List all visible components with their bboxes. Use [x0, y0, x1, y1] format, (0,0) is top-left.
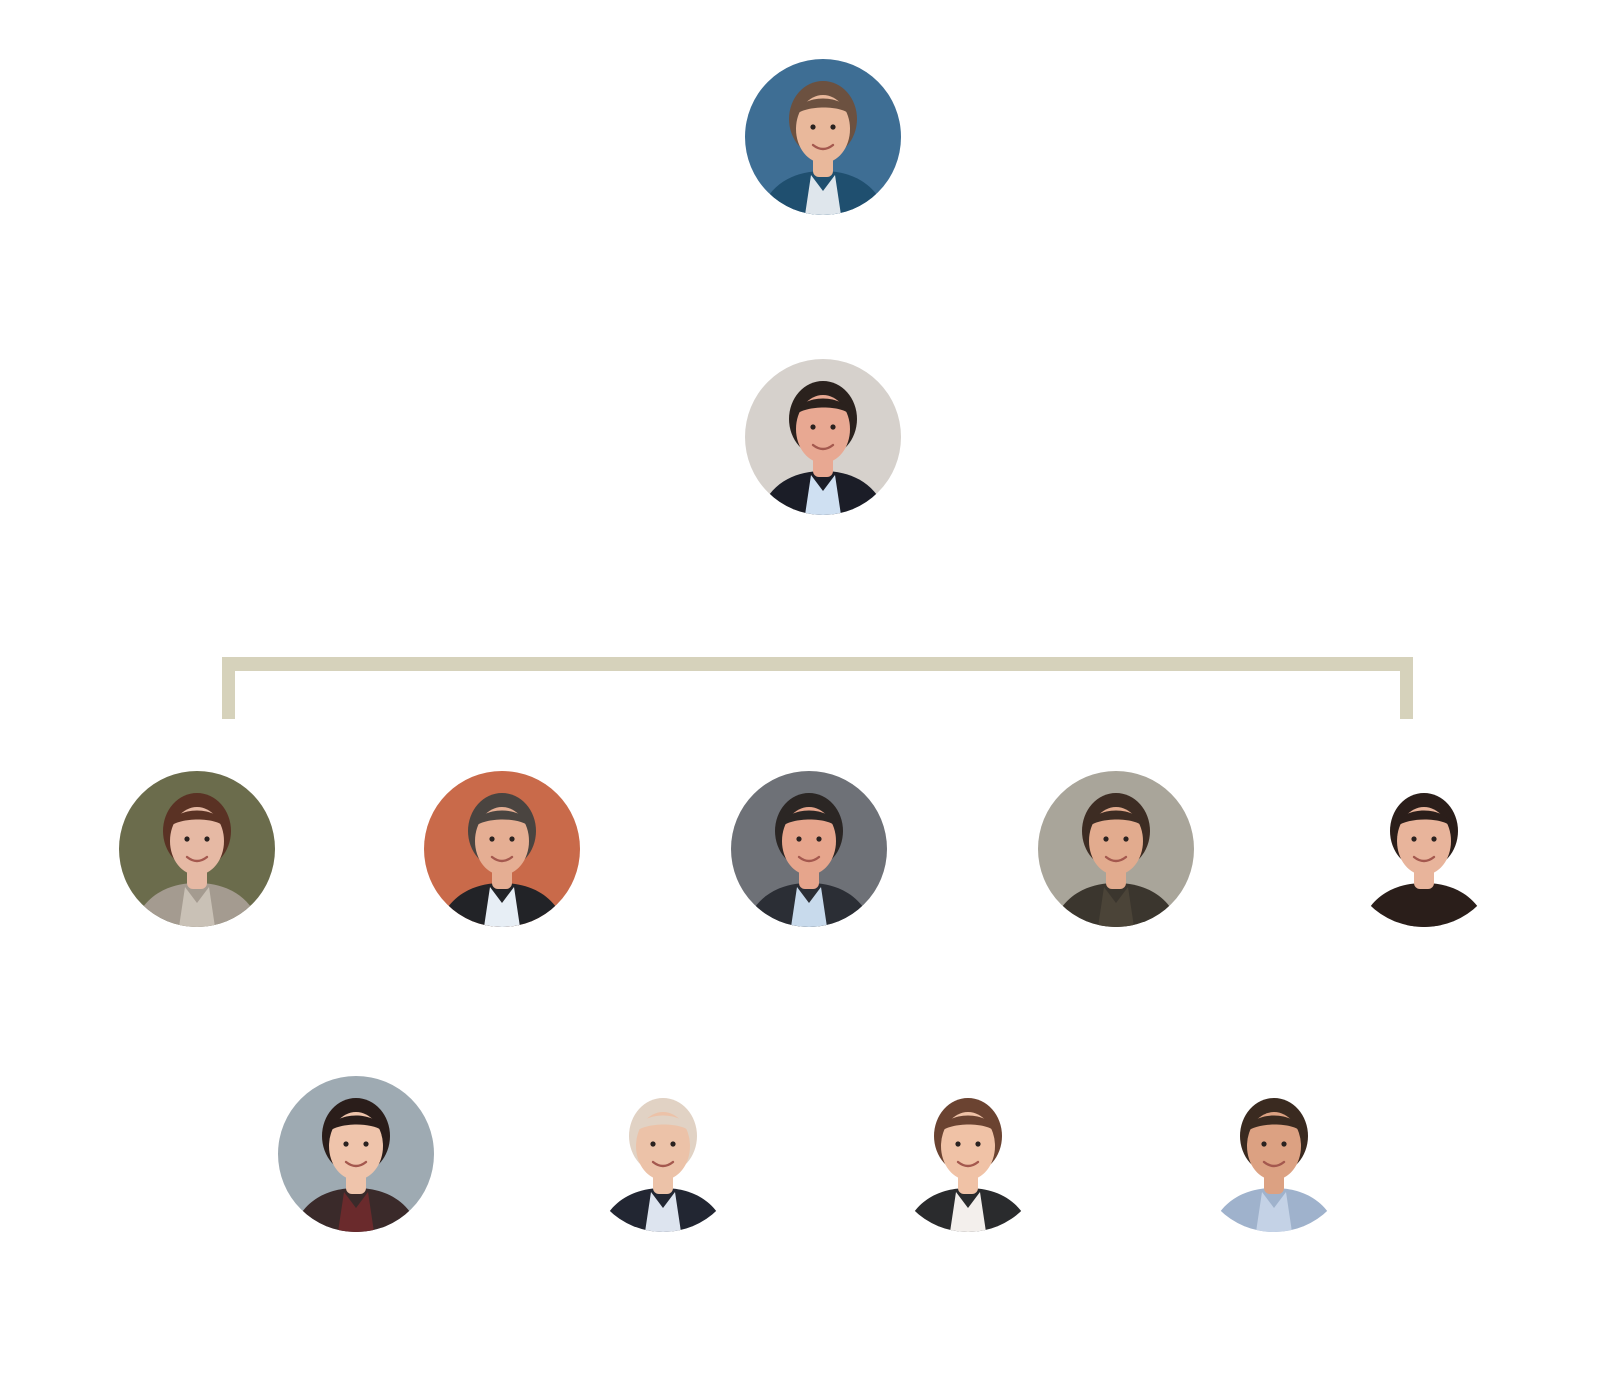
portrait-eye-right [830, 424, 836, 430]
portrait-eye-left [184, 836, 190, 842]
portrait-collar [645, 1192, 681, 1232]
portrait-eye-right [509, 836, 515, 842]
portrait-collar [484, 887, 520, 927]
portrait-eye-left [810, 124, 816, 130]
portrait-r2-2 [585, 1076, 741, 1232]
portrait-eye-left [650, 1141, 656, 1147]
portrait-eye-right [1431, 836, 1437, 842]
portrait-face [1089, 807, 1143, 875]
portrait-collar [1098, 887, 1134, 927]
portrait-fringe [328, 1115, 384, 1132]
avatar-team-member-9[interactable] [1196, 1076, 1352, 1232]
portrait-eye-left [343, 1141, 349, 1147]
portrait-eye-right [1281, 1141, 1287, 1147]
portrait-fringe [795, 98, 851, 115]
portrait-face [941, 1112, 995, 1180]
portrait-smile [1262, 1160, 1286, 1168]
portrait-collar [1406, 887, 1442, 927]
portrait-fringe [940, 1115, 996, 1132]
portrait-face [796, 395, 850, 463]
portrait-smile [956, 1160, 980, 1168]
portrait-eye-right [975, 1141, 981, 1147]
portrait-eye-left [955, 1141, 961, 1147]
portrait-face [636, 1112, 690, 1180]
portrait-deputy [745, 359, 901, 515]
avatar-team-member-7[interactable] [585, 1076, 741, 1232]
portrait-face [796, 95, 850, 163]
portrait-smile [811, 443, 835, 451]
portrait-eye-left [1103, 836, 1109, 842]
portrait-fringe [1088, 810, 1144, 827]
portrait-collar [1256, 1192, 1292, 1232]
portrait-eye-right [816, 836, 822, 842]
portrait-eye-left [489, 836, 495, 842]
avatar-team-member-8[interactable] [890, 1076, 1046, 1232]
avatar-team-member-1[interactable] [119, 771, 275, 927]
avatar-team-member-4[interactable] [1038, 771, 1194, 927]
portrait-face [329, 1112, 383, 1180]
portrait-smile [344, 1160, 368, 1168]
portrait-r2-1 [278, 1076, 434, 1232]
connector-horizontal [222, 657, 1413, 671]
avatar-ceo[interactable] [745, 59, 901, 215]
portrait-smile [1104, 855, 1128, 863]
portrait-smile [811, 143, 835, 151]
portrait-face [170, 807, 224, 875]
portrait-r1-3 [731, 771, 887, 927]
connector-left-drop [222, 657, 235, 719]
portrait-fringe [781, 810, 837, 827]
portrait-eye-right [1123, 836, 1129, 842]
portrait-smile [651, 1160, 675, 1168]
portrait-eye-left [1411, 836, 1417, 842]
avatar-team-member-5[interactable] [1346, 771, 1502, 927]
portrait-fringe [474, 810, 530, 827]
portrait-eye-left [796, 836, 802, 842]
portrait-face [1397, 807, 1451, 875]
portrait-eye-left [1261, 1141, 1267, 1147]
portrait-collar [805, 475, 841, 515]
portrait-collar [791, 887, 827, 927]
portrait-eye-right [363, 1141, 369, 1147]
portrait-collar [950, 1192, 986, 1232]
portrait-collar [805, 175, 841, 215]
avatar-team-member-6[interactable] [278, 1076, 434, 1232]
portrait-r1-1 [119, 771, 275, 927]
portrait-collar [338, 1192, 374, 1232]
portrait-smile [1412, 855, 1436, 863]
portrait-fringe [1396, 810, 1452, 827]
portrait-eye-right [670, 1141, 676, 1147]
portrait-face [1247, 1112, 1301, 1180]
portrait-r1-4 [1038, 771, 1194, 927]
portrait-eye-right [830, 124, 836, 130]
portrait-r2-3 [890, 1076, 1046, 1232]
avatar-team-member-2[interactable] [424, 771, 580, 927]
portrait-face [475, 807, 529, 875]
avatar-deputy[interactable] [745, 359, 901, 515]
portrait-eye-right [204, 836, 210, 842]
portrait-eye-left [810, 424, 816, 430]
portrait-fringe [795, 398, 851, 415]
portrait-smile [797, 855, 821, 863]
avatar-team-member-3[interactable] [731, 771, 887, 927]
portrait-r1-5 [1346, 771, 1502, 927]
portrait-face [782, 807, 836, 875]
portrait-fringe [635, 1115, 691, 1132]
portrait-smile [185, 855, 209, 863]
portrait-ceo [745, 59, 901, 215]
portrait-r1-2 [424, 771, 580, 927]
portrait-collar [179, 887, 215, 927]
portrait-smile [490, 855, 514, 863]
portrait-fringe [1246, 1115, 1302, 1132]
portrait-fringe [169, 810, 225, 827]
connector-right-drop [1400, 657, 1413, 719]
portrait-r2-4 [1196, 1076, 1352, 1232]
